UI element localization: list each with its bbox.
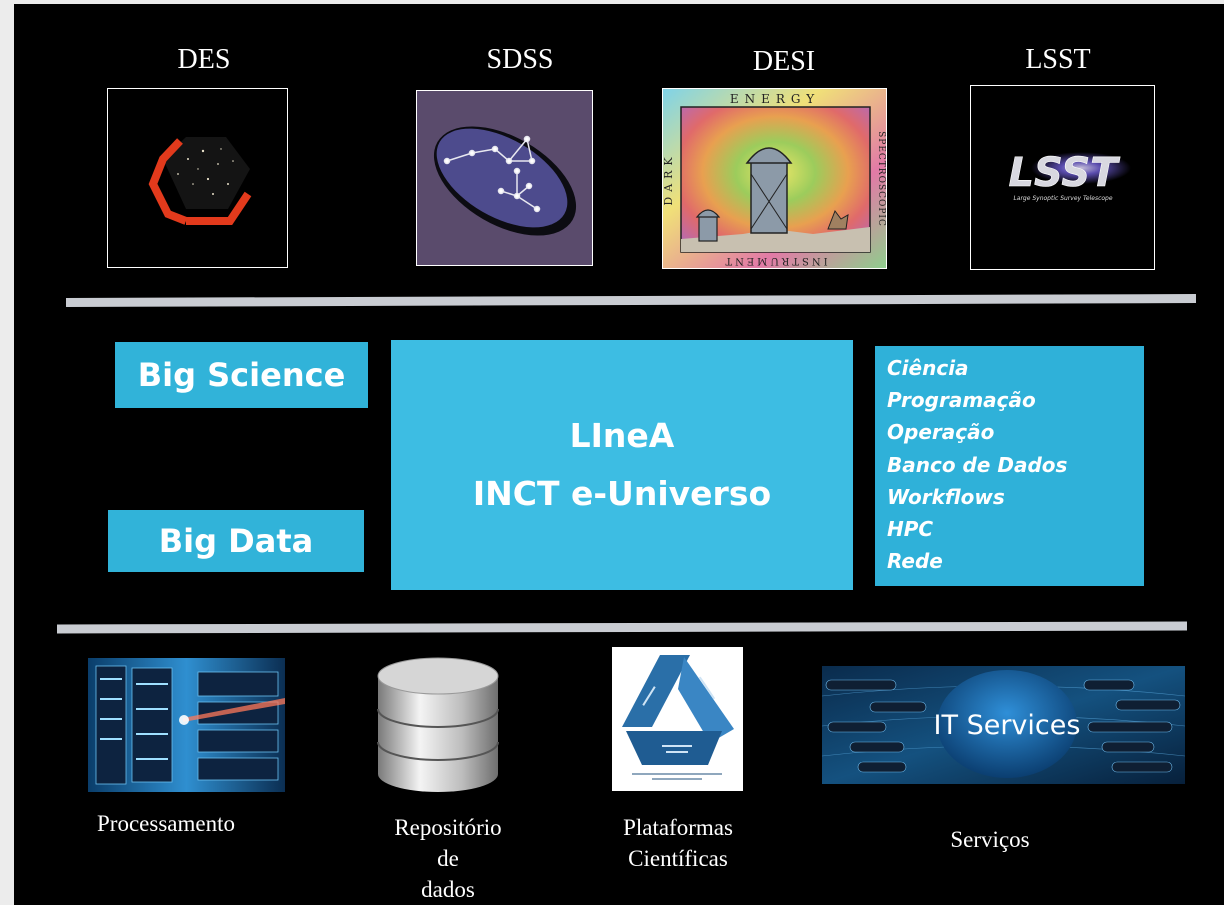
linea-central-box: LIneA INCT e-Universo: [391, 340, 853, 590]
caption-line: de: [437, 846, 459, 871]
diagram-canvas: DES SDSS DESI LSST: [14, 4, 1224, 905]
it-services-text: IT Services: [934, 710, 1081, 741]
competencies-list: Ciência Programação Operação Banco de Da…: [875, 346, 1144, 586]
sdss-logo: [416, 90, 593, 266]
competency-item: Ciência: [887, 356, 969, 380]
desi-logo-right-text: SPECTROSCOPIC: [876, 131, 886, 227]
big-data-label: Big Data: [108, 510, 364, 572]
survey-title-desi: DESI: [752, 46, 816, 77]
des-logo: [107, 88, 288, 268]
caption-processamento: Processamento: [97, 811, 235, 836]
desi-logo-top-text: ENERGY: [730, 92, 820, 106]
competency-item: HPC: [887, 516, 934, 541]
caption-servicos: Serviços: [950, 827, 1030, 852]
desi-logo: ENERGY INSTRUMENT DARK SPECTROSCOPIC: [662, 88, 887, 269]
competency-item: Workflows: [887, 484, 1005, 509]
caption-repositorio: Repositório de dados: [348, 812, 548, 905]
desi-logo-bottom-text: INSTRUMENT: [722, 255, 827, 266]
lsst-logo-subtitle: Large Synoptic Survey Telescope: [1013, 195, 1112, 202]
it-services-image: IT Services: [822, 666, 1185, 784]
lsst-logo-text: LSST: [1009, 150, 1121, 196]
caption-line: Plataformas: [623, 815, 733, 840]
competency-item: Rede: [887, 549, 943, 574]
survey-title-lsst: LSST: [1025, 44, 1091, 75]
platform-triangle-image: [612, 647, 743, 791]
survey-title-sdss: SDSS: [486, 44, 554, 75]
big-science-label: Big Science: [115, 342, 368, 408]
caption-line: Científicas: [628, 846, 728, 871]
center-title: LIneA: [569, 416, 675, 455]
lsst-logo: LSST Large Synoptic Survey Telescope: [970, 85, 1155, 270]
competency-item: Programação: [887, 388, 1036, 413]
caption-line: dados: [421, 877, 475, 902]
server-rack-image: [88, 658, 285, 792]
survey-title-des: DES: [177, 44, 231, 75]
database-cylinder-image: [376, 654, 500, 796]
competency-item: Banco de Dados: [887, 452, 1068, 477]
caption-plataformas: Plataformas Científicas: [578, 812, 778, 874]
center-subtitle: INCT e-Universo: [472, 474, 772, 513]
competency-item: Operação: [887, 420, 995, 445]
desi-logo-left-text: DARK: [663, 152, 675, 205]
divider-bottom: [56, 621, 1188, 634]
caption-line: Repositório: [394, 815, 502, 840]
divider-top: [65, 294, 1197, 307]
